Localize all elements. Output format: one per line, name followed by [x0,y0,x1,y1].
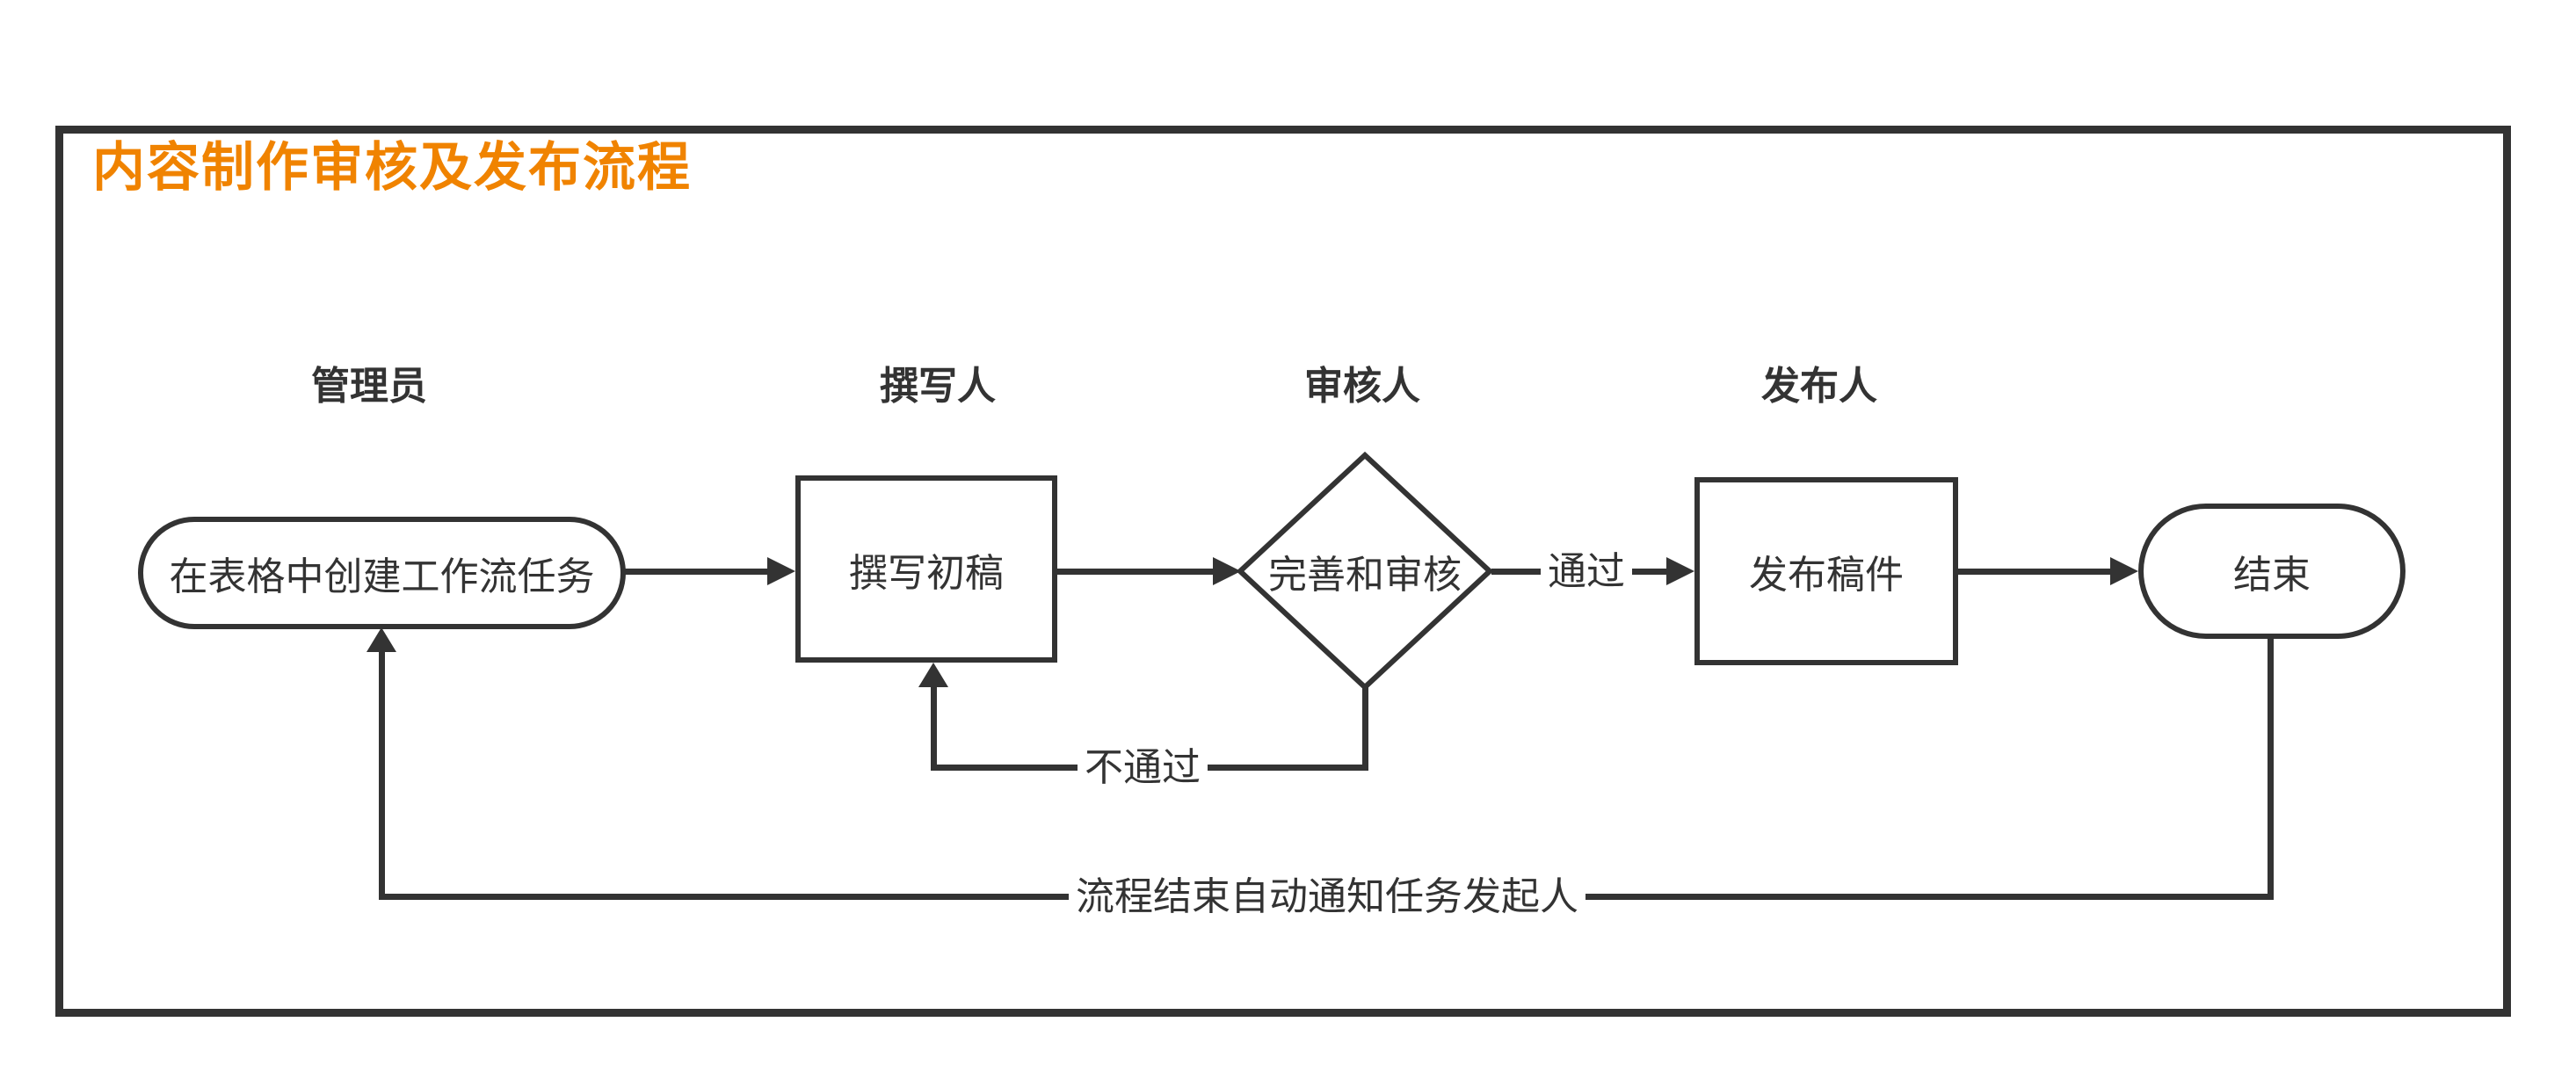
arrowhead-into-draft [767,557,795,585]
connector-publish-to-end [1956,569,2113,575]
decision-diamond-shape [1236,451,1494,692]
lane-header-reviewer: 审核人 [1304,365,1420,408]
node-write-draft-label: 撰写初稿 [849,551,1004,595]
edge-label-pass: 通过 [1541,547,1632,598]
node-end: 结束 [2138,504,2405,639]
connector-draft-to-review [1056,569,1214,575]
node-review-decision-label: 完善和审核 [1268,554,1462,597]
connector-reject-up [931,685,937,771]
node-publish: 发布稿件 [1694,477,1958,665]
connector-reject-down [1362,685,1368,771]
node-write-draft: 撰写初稿 [795,475,1057,663]
node-create-task: 在表格中创建工作流任务 [138,517,626,629]
node-end-label: 结束 [2233,554,2311,597]
connector-create-to-draft [624,569,772,575]
node-publish-label: 发布稿件 [1749,554,1904,597]
connector-notify-down [2268,637,2274,897]
arrowhead-into-publish [1666,557,1694,585]
node-review-decision: 完善和审核 [1236,451,1494,692]
arrowhead-into-end [2110,557,2138,585]
node-create-task-label: 在表格中创建工作流任务 [169,555,595,598]
lane-header-admin: 管理员 [311,365,427,408]
arrowhead-notify-into-create [366,627,396,652]
lane-header-publisher: 发布人 [1761,365,1877,408]
connector-notify-up [379,652,385,900]
diagram-title: 内容制作审核及发布流程 [92,138,692,197]
arrowhead-reject-into-draft [918,663,948,687]
edge-label-fail: 不通过 [1078,743,1208,794]
lane-header-writer: 撰写人 [880,365,996,408]
edge-label-notify: 流程结束自动通知任务发起人 [1069,872,1586,923]
